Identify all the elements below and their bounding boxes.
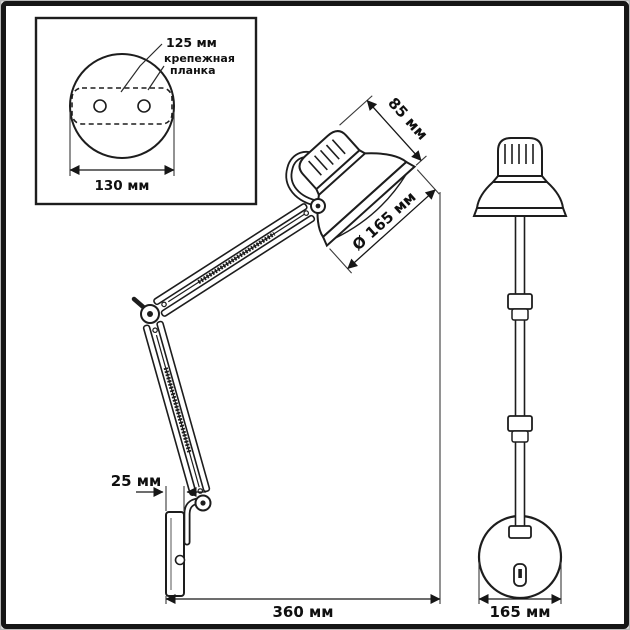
plate-name-line1: крепежная — [164, 52, 235, 65]
base-collar — [508, 525, 532, 539]
leader-line-plate — [147, 65, 165, 91]
shade-neck — [358, 149, 366, 155]
reach-label: 360 мм — [272, 603, 333, 621]
base-joint — [194, 494, 212, 512]
extension-line — [329, 248, 353, 274]
upper-arm-bar — [153, 203, 308, 306]
stem-rod — [514, 215, 526, 533]
shade-neck — [315, 188, 320, 196]
dimension-reach: 360 мм — [165, 594, 441, 621]
shade-neck — [541, 175, 548, 183]
extension-line — [339, 95, 373, 126]
lamp-shade-side: Ø 165 мм 85 мм — [298, 94, 440, 274]
mounting-hole-left — [93, 99, 107, 113]
mounting-hole-right — [137, 99, 151, 113]
circle-dimension-label: 130 мм — [95, 178, 150, 194]
upper-arm-bar — [160, 214, 316, 317]
spring-hook — [303, 210, 310, 216]
base-width-label: 165 мм — [489, 603, 550, 621]
shade-joint — [310, 198, 326, 214]
upper-arm — [153, 203, 316, 317]
spring-coil — [163, 367, 192, 454]
elbow-joint — [131, 296, 160, 324]
switch-toggle — [518, 569, 522, 578]
extension-line — [416, 169, 440, 195]
stem-joint-lower — [507, 415, 533, 443]
spring-hook — [197, 488, 204, 494]
plate-name-line2: планка — [170, 64, 216, 77]
spring-rod — [155, 334, 200, 488]
wall-mount — [165, 497, 210, 597]
mounting-plate-dashed — [71, 87, 173, 125]
lower-arm-bar — [156, 320, 211, 493]
dimension-wall-offset: 25 мм — [111, 472, 206, 511]
spring-rod — [167, 213, 305, 303]
lamp-shade-front — [472, 137, 568, 217]
shade-vent-slots — [308, 139, 346, 176]
shade-rim — [472, 207, 568, 217]
spring-hook — [161, 301, 167, 308]
switch — [513, 563, 527, 587]
shade-cap — [497, 137, 543, 177]
mount-knob — [174, 554, 186, 566]
inset-mounting-detail: 125 мм крепежная планка 130 мм — [34, 16, 258, 206]
wall-offset-label: 25 мм — [111, 472, 162, 490]
dimension-line — [366, 99, 422, 162]
shade-bell — [475, 181, 565, 209]
spring-hook — [152, 327, 158, 334]
dimension-130: 130 мм — [69, 112, 175, 194]
shade-neck — [492, 175, 499, 183]
shade-depth-label: 85 мм — [384, 94, 431, 144]
stem-joint-upper — [507, 293, 533, 321]
plate-dimension-label: 125 мм — [166, 35, 217, 50]
wall-cup-circle — [69, 53, 175, 159]
dimension-base-width: 165 мм — [478, 562, 562, 621]
shade-vent-slots — [504, 144, 534, 164]
wall-plate — [165, 511, 185, 597]
lower-arm — [142, 320, 211, 496]
front-view: 165 мм — [472, 137, 568, 621]
leader-line-125 — [120, 43, 163, 93]
dimension-line — [347, 189, 436, 270]
